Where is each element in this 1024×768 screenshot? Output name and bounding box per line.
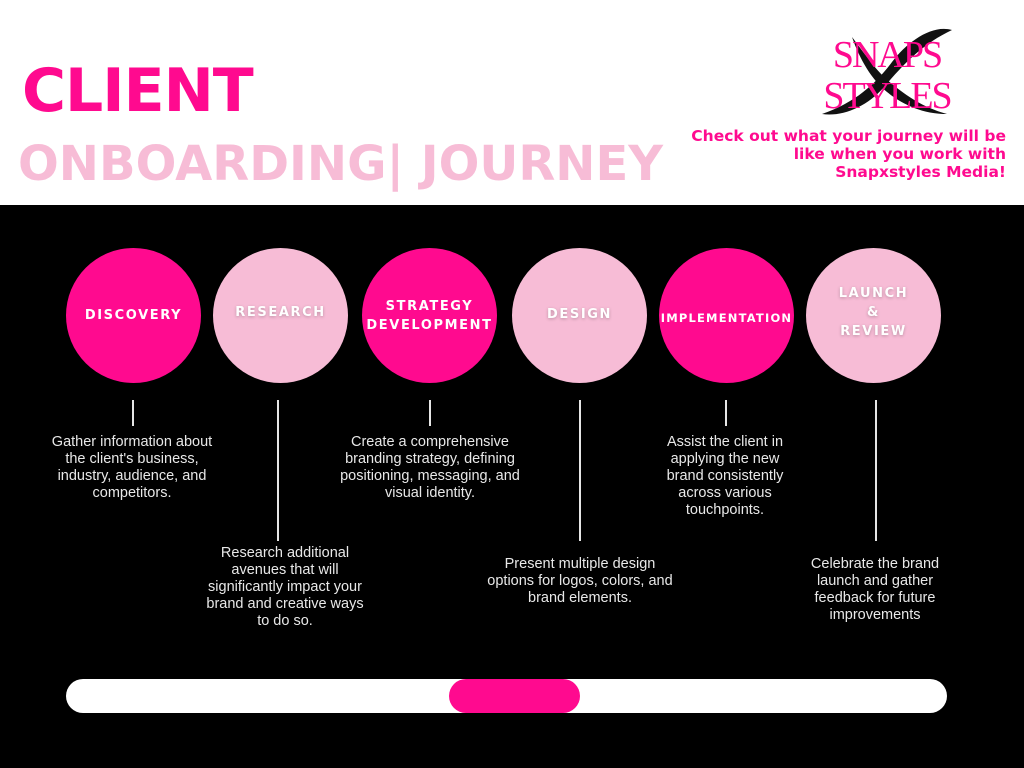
step-label: IMPLEMENTATION bbox=[660, 311, 793, 325]
step-label: DISCOVERY bbox=[84, 308, 183, 323]
connector-line bbox=[875, 400, 877, 541]
step-label: DESIGN bbox=[546, 307, 613, 322]
connector-line bbox=[132, 400, 134, 426]
connector-line bbox=[725, 400, 727, 426]
x-brushstroke-icon bbox=[822, 28, 952, 115]
step-circle-strategy-development: STRATEGY DEVELOPMENT bbox=[362, 248, 497, 383]
snapxstyles-logo: SNAPS STYLES bbox=[822, 28, 953, 117]
title-client: CLIENT bbox=[22, 56, 254, 126]
step-circle-design: DESIGN bbox=[512, 248, 647, 383]
title-onboarding-journey: ONBOARDING| JOURNEY bbox=[18, 136, 664, 192]
horizontal-scrollbar[interactable] bbox=[66, 679, 947, 713]
logo-top-text: SNAPS bbox=[833, 34, 941, 76]
step-description-discovery: Gather information about the client's bu… bbox=[51, 434, 213, 501]
connector-line bbox=[579, 400, 581, 541]
step-description-design: Present multiple design options for logo… bbox=[487, 556, 673, 606]
step-label: RESEARCH bbox=[235, 305, 326, 320]
step-description-implementation: Assist the client in applying the new br… bbox=[666, 434, 784, 518]
logo-bottom-text: STYLES bbox=[823, 75, 950, 117]
step-description-strategy-development: Create a comprehensive branding strategy… bbox=[340, 434, 520, 501]
step-circle-research: RESEARCH bbox=[213, 248, 348, 383]
scrollbar-thumb[interactable] bbox=[448, 679, 580, 713]
step-label: STRATEGY DEVELOPMENT bbox=[366, 298, 493, 333]
step-label: LAUNCH & REVIEW bbox=[838, 286, 909, 339]
step-circle-implementation: IMPLEMENTATION bbox=[659, 248, 794, 383]
step-circle-discovery: DISCOVERY bbox=[66, 248, 201, 383]
connector-line bbox=[429, 400, 431, 426]
step-description-launch-review: Celebrate the brand launch and gather fe… bbox=[810, 556, 940, 623]
tagline: Check out what your journey will be like… bbox=[691, 127, 1006, 181]
connector-line bbox=[277, 400, 279, 541]
step-description-research: Research additional avenues that will si… bbox=[206, 545, 364, 629]
header: CLIENT ONBOARDING| JOURNEY SNAPS STYLES … bbox=[0, 0, 1024, 205]
step-circle-launch-review: LAUNCH & REVIEW bbox=[806, 248, 941, 383]
